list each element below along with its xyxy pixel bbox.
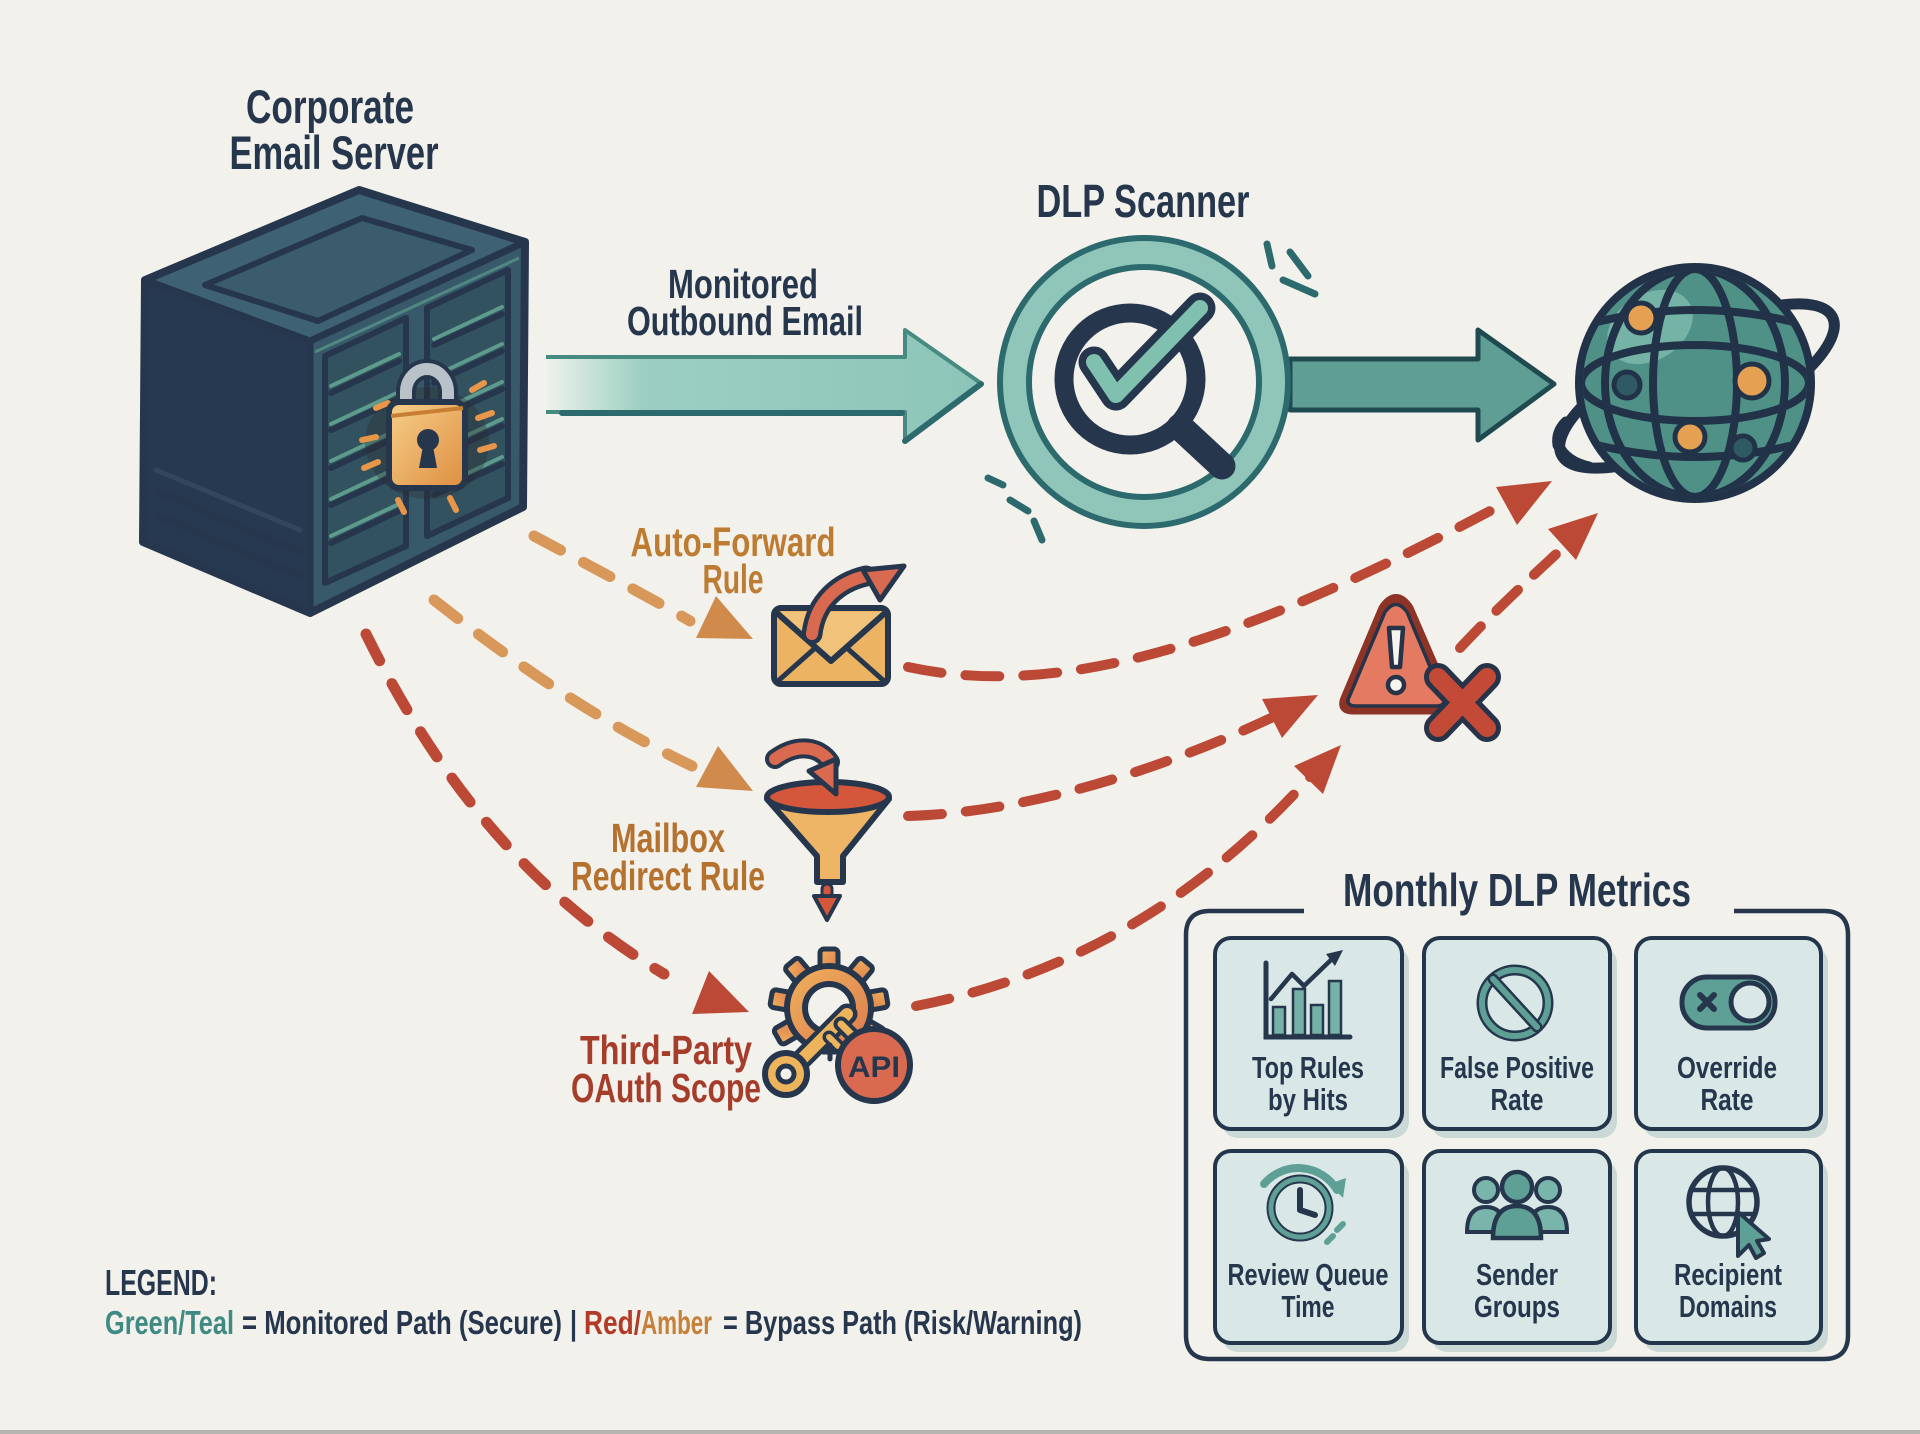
svg-text:Top Rules: Top Rules [1252, 1050, 1364, 1085]
svg-text:by Hits: by Hits [1268, 1082, 1348, 1117]
svg-text:Outbound Email: Outbound Email [627, 298, 863, 344]
svg-text:Monitored: Monitored [668, 261, 818, 307]
svg-text:Amber: Amber [641, 1304, 712, 1341]
svg-text:Monthly DLP Metrics: Monthly DLP Metrics [1343, 864, 1691, 916]
svg-text:= Monitored Path (Secure): = Monitored Path (Secure) [242, 1304, 562, 1341]
svg-text:Email Server: Email Server [230, 126, 439, 179]
svg-text:Corporate: Corporate [246, 80, 414, 133]
svg-text:API: API [848, 1051, 900, 1084]
svg-text:Recipient: Recipient [1674, 1257, 1782, 1292]
svg-text:Review Queue: Review Queue [1228, 1257, 1389, 1292]
svg-text:|: | [570, 1304, 577, 1341]
svg-text:Override: Override [1677, 1050, 1777, 1085]
svg-text:Auto-Forward: Auto-Forward [631, 519, 836, 565]
svg-text:Third-Party: Third-Party [580, 1027, 752, 1073]
svg-text:False Positive: False Positive [1440, 1050, 1594, 1085]
svg-text:Rate: Rate [1491, 1082, 1544, 1117]
svg-text:Groups: Groups [1474, 1289, 1560, 1324]
svg-text:Rate: Rate [1701, 1082, 1754, 1117]
svg-text:Rule: Rule [703, 556, 764, 602]
svg-text:Mailbox: Mailbox [611, 815, 725, 861]
svg-text:Sender: Sender [1476, 1257, 1558, 1292]
svg-text:OAuth Scope: OAuth Scope [571, 1065, 761, 1111]
svg-text:Redirect Rule: Redirect Rule [571, 853, 765, 899]
svg-text:Green/Teal: Green/Teal [105, 1304, 234, 1341]
svg-text:Time: Time [1282, 1289, 1335, 1324]
svg-text:DLP Scanner: DLP Scanner [1037, 175, 1250, 227]
svg-text:Red/: Red/ [584, 1304, 641, 1341]
svg-text:LEGEND:: LEGEND: [105, 1262, 217, 1303]
svg-text:Domains: Domains [1679, 1289, 1777, 1324]
svg-text:= Bypass Path (Risk/Warning): = Bypass Path (Risk/Warning) [723, 1304, 1082, 1341]
